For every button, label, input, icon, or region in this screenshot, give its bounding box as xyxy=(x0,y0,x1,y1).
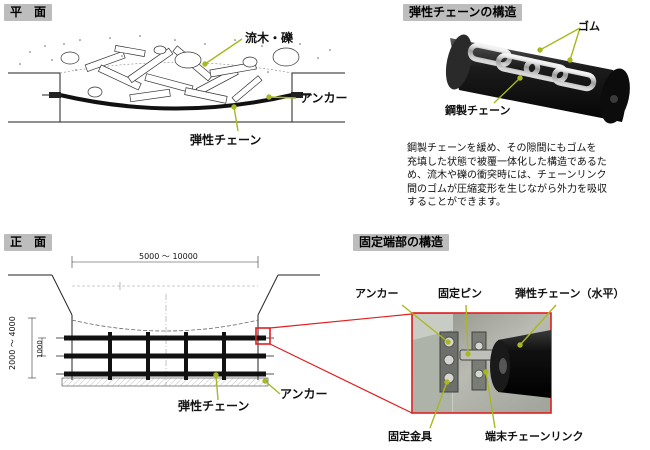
label-rubber: ゴム xyxy=(578,20,600,33)
plan-anchor-right xyxy=(291,92,312,98)
label-fixed-bracket: 固定金具 xyxy=(388,430,432,443)
plan-elastic-chain xyxy=(59,93,293,111)
section-plan-tag: 平 面 xyxy=(4,4,52,21)
label-span-dimension: 5000 ～ 10000 xyxy=(139,252,198,261)
description-line: することができます。 xyxy=(407,197,506,208)
elevation-chains-vertical xyxy=(108,332,226,380)
plan-anchor-left xyxy=(42,92,62,98)
label-fixed-pin: 固定ピン xyxy=(438,287,482,300)
label-end-link: 端末チェーンリンク xyxy=(485,430,584,443)
label-spacing-dimension: 1000 xyxy=(36,340,44,358)
label-detail-anchor: アンカー xyxy=(355,287,399,300)
chain-structure-illustration xyxy=(445,27,630,124)
section-anchor-structure-tag: 固定端部の構造 xyxy=(353,234,450,251)
description-line: め、流木や礫の衝突時には、チェーンリンク xyxy=(407,170,607,181)
chain-steel-links xyxy=(467,42,597,92)
label-plan-anchor: アンカー xyxy=(300,91,348,105)
plan-debris xyxy=(60,45,300,104)
detail-callout xyxy=(255,313,413,414)
description-line: 間のゴムが圧縮変形を生じながら外力を吸収 xyxy=(407,183,607,195)
chain-description: 鋼製チェーンを緩め、その隙間にもゴムを 充填した状態で被覆一体化した構造であるた… xyxy=(407,142,643,210)
plan-gravel xyxy=(19,35,331,73)
label-elevation-chain: 弾性チェーン xyxy=(178,399,250,413)
label-height-dimension: 2000 ～ 4000 xyxy=(8,316,17,370)
elevation-sag-curve xyxy=(71,319,259,332)
chain-rubber-body xyxy=(450,38,626,122)
chain-rubber-left-end xyxy=(445,34,473,90)
plan-leaders xyxy=(202,38,297,132)
description-line: 鋼製チェーンを緩め、その隙間にもゴムを xyxy=(407,143,597,154)
description-line: 充填した状態で被覆一体化した構造であるた xyxy=(407,156,607,168)
elevation-base xyxy=(61,377,269,387)
elevation-view xyxy=(8,256,320,401)
label-chain-horizontal: 弾性チェーン（水平） xyxy=(515,287,625,300)
label-steel-chain: 鋼製チェーン xyxy=(445,104,511,117)
callout-source-box xyxy=(255,327,271,345)
anchor-detail-photo xyxy=(401,304,557,429)
elevation-chains-horizontal xyxy=(64,335,266,377)
plan-view xyxy=(8,35,345,132)
label-elevation-anchor: アンカー xyxy=(280,387,328,401)
photo-leaders xyxy=(401,304,557,429)
section-chain-structure-tag: 弾性チェーンの構造 xyxy=(403,4,523,21)
section-elevation-tag: 正 面 xyxy=(4,234,52,251)
label-debris: 流木・礫 xyxy=(245,31,294,45)
label-plan-chain: 弾性チェーン xyxy=(190,133,262,147)
elevation-leaders xyxy=(213,372,281,401)
chain-structure-leaders xyxy=(493,27,581,104)
